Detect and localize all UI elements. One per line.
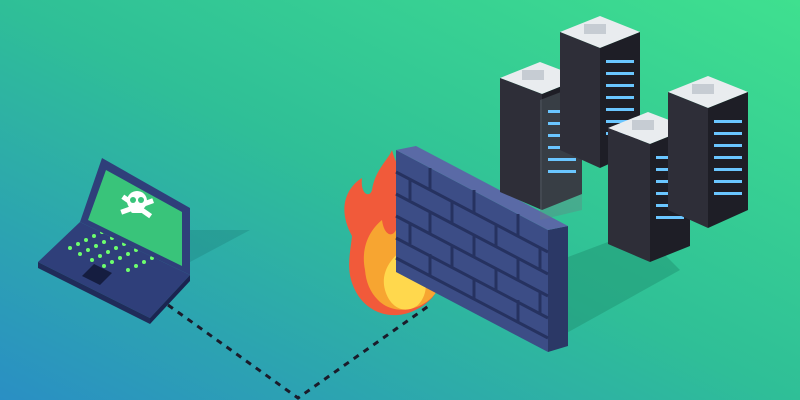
brick-wall-icon xyxy=(395,146,568,352)
server-rack-icon xyxy=(500,16,748,262)
touchpad xyxy=(82,264,112,285)
laptop-icon xyxy=(38,158,250,324)
server-rack xyxy=(668,76,748,228)
dashed-path-icon xyxy=(167,303,431,400)
laptop-screen xyxy=(88,170,182,266)
skull-crossbones-icon xyxy=(120,191,155,219)
